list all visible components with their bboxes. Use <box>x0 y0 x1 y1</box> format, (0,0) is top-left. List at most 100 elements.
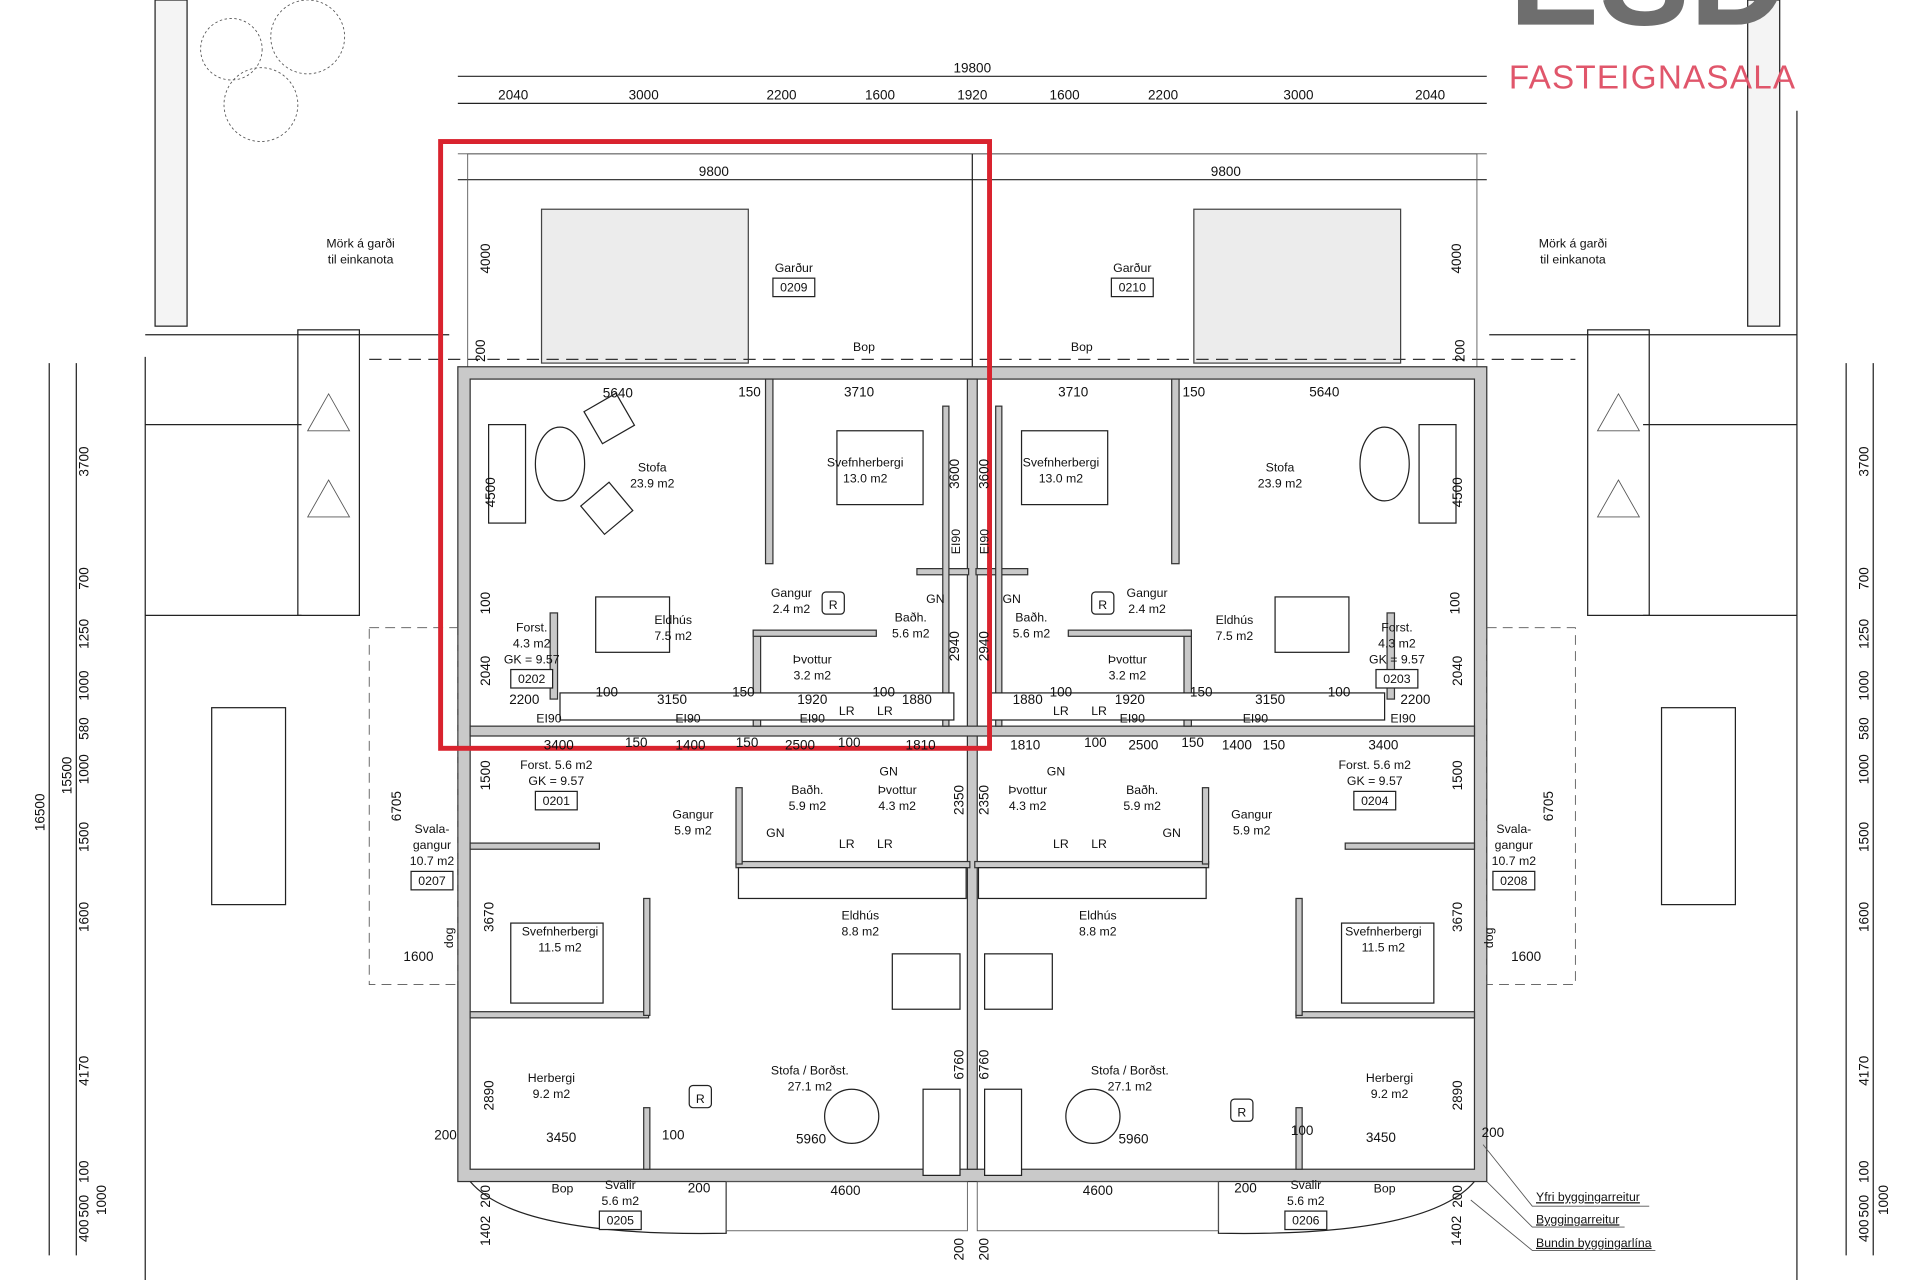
hedge-right <box>1747 0 1781 327</box>
sofa-icon <box>922 1088 961 1176</box>
dimension-segment: 1000 <box>77 670 92 700</box>
landscaping <box>145 0 1797 616</box>
room-area: 5.9 m2 <box>789 799 827 813</box>
room-gross-area: GK = 9.57 <box>528 774 584 788</box>
logo-subtitle: FASTEIGNASALA <box>1509 60 1796 97</box>
coffee-table-icon <box>534 426 586 502</box>
garden-paving-left <box>540 208 749 364</box>
interior-dimension: 3150 <box>1255 692 1285 707</box>
armchair-icon <box>579 481 634 536</box>
interior-dimension: 150 <box>1263 738 1286 753</box>
room-name: Baðh. <box>1126 783 1158 797</box>
room-name: Gangur <box>1231 807 1272 821</box>
room-name: Svalir <box>605 1178 636 1192</box>
stair-left <box>297 329 360 616</box>
room-id: 0208 <box>1500 874 1528 888</box>
interior-dimension: 2040 <box>1450 656 1465 686</box>
dimension-segment: 2200 <box>766 88 796 103</box>
interior-dimension: 1810 <box>1010 738 1040 753</box>
interior-dimension: 2350 <box>976 785 991 815</box>
dimension-segment: 400 <box>77 1219 92 1242</box>
legend-item: Bundin byggingarlína <box>1536 1236 1652 1250</box>
room-area: 7.5 m2 <box>654 629 692 643</box>
room-name: Herbergi <box>528 1071 575 1085</box>
interior-dimension: 200 <box>1482 1125 1505 1140</box>
interior-dimension: 100 <box>478 592 493 615</box>
fixture-tag: LR <box>1091 704 1107 718</box>
radiator-icon: R <box>829 598 838 612</box>
private-garden-label: Mörk á garði <box>1539 236 1607 250</box>
interior-dimension: 150 <box>732 685 755 700</box>
dimension-inner-depth: 15500 <box>59 757 74 795</box>
room-area: 11.5 m2 <box>538 940 582 954</box>
armchair-icon <box>583 392 636 445</box>
dimension-segment: 1500 <box>1856 822 1871 852</box>
logo-mark: ESD <box>1509 0 1787 54</box>
interior-dimension: 6705 <box>389 791 404 821</box>
room-area: gangur <box>413 838 451 852</box>
dimension-segment: 1500 <box>77 822 92 852</box>
interior-dimension: 1920 <box>1115 692 1145 707</box>
room-id: 0203 <box>1383 672 1411 686</box>
interior-dimension: 4600 <box>830 1183 860 1198</box>
round-table-icon <box>1065 1088 1121 1144</box>
room-area: 27.1 m2 <box>1108 1079 1153 1093</box>
fixture-tag: LR <box>877 704 893 718</box>
dimension-unit-width: 9800 <box>1211 164 1241 179</box>
room-id-box <box>410 870 454 891</box>
bed-icon <box>510 922 604 1004</box>
room-area: 3.2 m2 <box>794 668 832 682</box>
dimension-segment: 1600 <box>865 88 895 103</box>
room-name: Þvottur <box>793 652 832 666</box>
interior-dimension: 2890 <box>482 1080 497 1110</box>
room-name: Svefnherbergi <box>1345 924 1422 938</box>
private-garden-label: til einkanota <box>1540 252 1606 266</box>
room-name: Eldhús <box>1079 908 1117 922</box>
room-id: 0201 <box>543 794 571 808</box>
interior-dimension: 1600 <box>1511 949 1541 964</box>
dining-table-icon <box>891 953 961 1010</box>
interior-dimension: 200 <box>478 1185 493 1208</box>
round-table-icon <box>824 1088 880 1144</box>
dimension-segment: 500 <box>1856 1195 1871 1218</box>
room-id-box <box>598 1210 642 1231</box>
room-area: 23.9 m2 <box>1258 476 1303 490</box>
dimension-segment: 1600 <box>77 902 92 932</box>
dimension-segment: 700 <box>77 567 92 590</box>
room-area: 11.5 m2 <box>1362 940 1406 954</box>
interior-dimension: 6760 <box>952 1050 967 1080</box>
dimension-segment: 3000 <box>1283 88 1313 103</box>
interior-dimension: 1600 <box>403 949 433 964</box>
bed-icon <box>1340 922 1435 1004</box>
interior-dimension: 1402 <box>1449 1216 1464 1246</box>
fixture-tag: GN <box>926 592 944 606</box>
room-name: Svala- <box>415 822 450 836</box>
radiator-icon: R <box>696 1092 705 1106</box>
room-id-box <box>510 668 554 689</box>
dimension-segment: 3000 <box>629 88 659 103</box>
dimension-segment: 2040 <box>498 88 528 103</box>
room-name: Baðh. <box>895 611 927 625</box>
highlighted-unit-outline <box>438 139 992 751</box>
stair-lower-right <box>1660 707 1736 906</box>
interior-dimension: 100 <box>1328 685 1351 700</box>
room-area: 13.0 m2 <box>843 471 888 485</box>
room-name: Gangur <box>1127 586 1168 600</box>
room-id-box <box>1375 668 1419 689</box>
room-gross-area: GK = 9.57 <box>1369 652 1425 666</box>
fixture-tag: LR <box>839 837 855 851</box>
room-name: Svalir <box>1290 1178 1321 1192</box>
interior-dimension: 4600 <box>1083 1183 1113 1198</box>
tree-icon <box>270 0 346 75</box>
bed-icon <box>1020 430 1109 506</box>
room-area: 4.3 m2 <box>1009 799 1047 813</box>
room-name: Svefnherbergi <box>827 455 904 469</box>
interior-dimension: 1400 <box>675 738 705 753</box>
room-id-box <box>1492 870 1536 891</box>
interior-dimension: 100 <box>1050 685 1073 700</box>
room-area: 13.0 m2 <box>1039 471 1084 485</box>
interior-dimension: 3670 <box>1450 902 1465 932</box>
sofa-icon <box>488 424 527 524</box>
dog-label: dog <box>442 927 456 948</box>
setback-label: Bop <box>1071 340 1093 354</box>
